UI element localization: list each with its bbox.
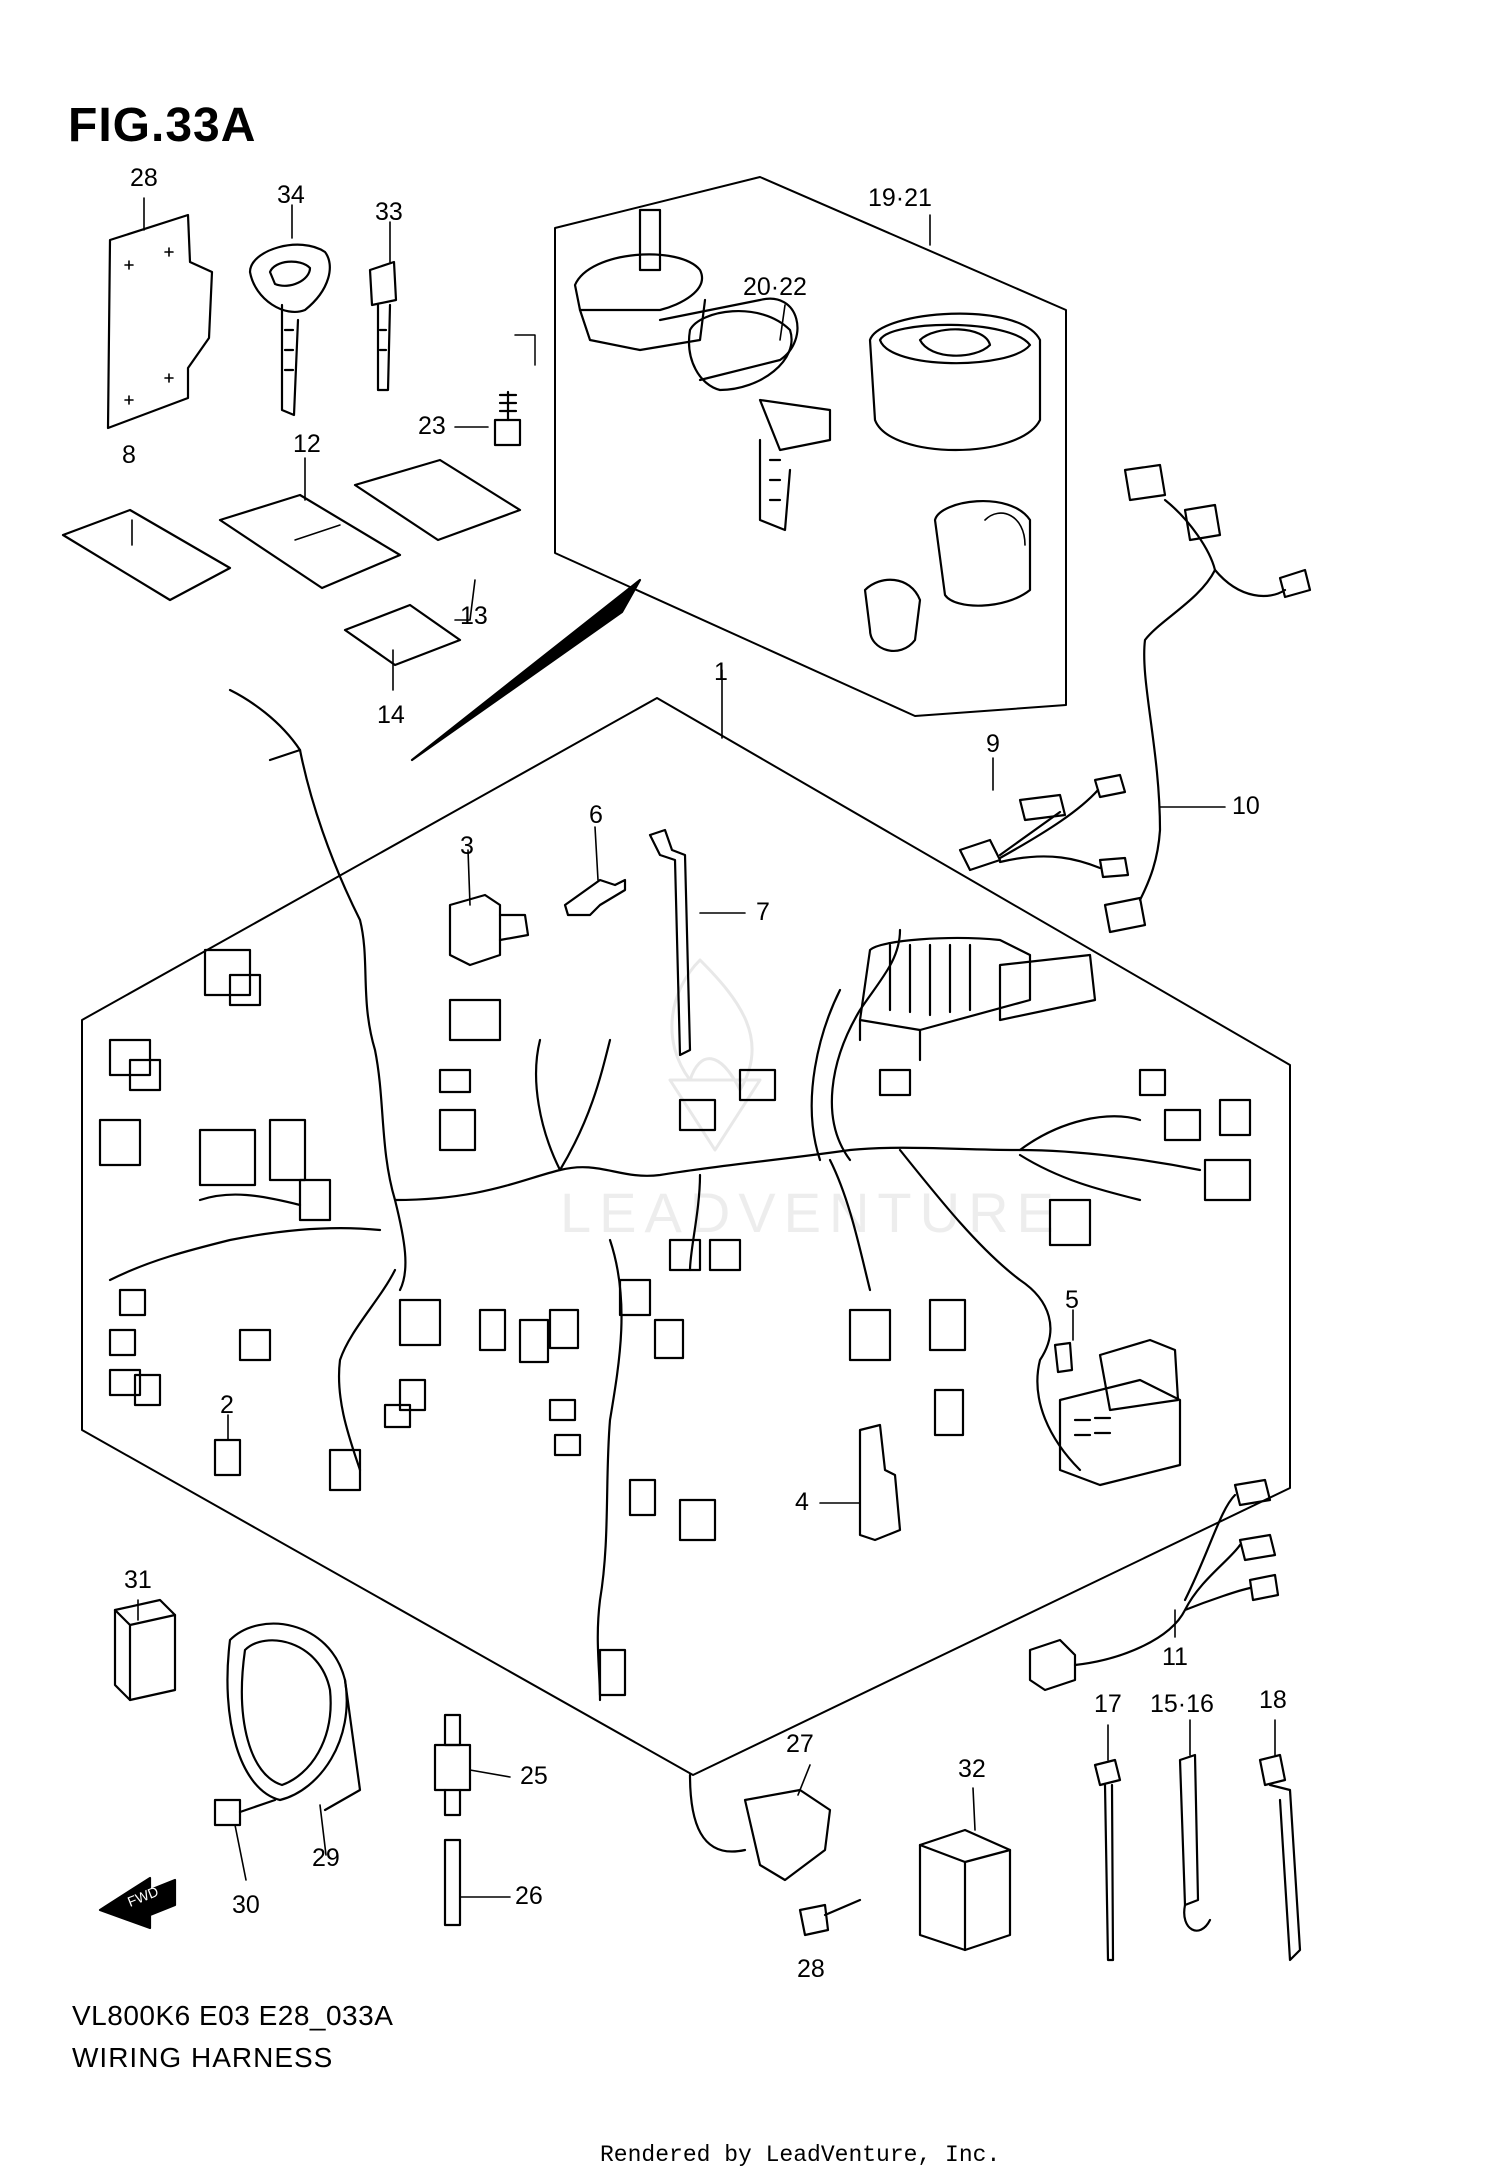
figure-title: FIG.33A [68,99,257,152]
callout-11: 11 [1162,1643,1188,1671]
leader-lines [131,197,1276,1898]
callout-15-16: 15·16 [1150,1690,1214,1718]
part-3-sensor [448,893,530,967]
callout-14: 14 [377,701,405,729]
part-5-relay-box [1053,1338,1182,1487]
harness-connectors [98,948,1252,1697]
callout-12: 12 [293,430,321,458]
part-11-subharness [1028,1478,1280,1692]
ecu-unit [858,936,1097,1062]
callout-23: 23 [418,412,446,440]
part-31-relay [113,1598,177,1702]
part-34-key [248,243,331,417]
callout-8: 8 [122,441,136,469]
part-32-relay [918,1828,1012,1952]
main-wiring-harness [108,688,1202,1702]
callout-2: 2 [220,1391,234,1419]
part-24-plate [106,213,214,430]
ignition-switch [573,208,1042,652]
callout-13: 13 [460,602,488,630]
part-30-bolt [213,1798,277,1827]
render-credit: Rendered by LeadVenture, Inc. [600,2142,1001,2168]
callout-3: 3 [460,832,474,860]
figure-subtitle: WIRING HARNESS [72,2042,334,2073]
callout-33: 33 [375,198,403,226]
part-6-clip [563,878,627,917]
callout-25: 25 [520,1762,548,1790]
model-code: VL800K6 E03 E28_033A [72,2000,394,2031]
callout-10: 10 [1232,792,1260,820]
callout-19-21: 19·21 [868,184,932,212]
part-33-key [368,260,398,392]
part-29-horn [226,1622,362,1812]
part-2-connector [213,1438,242,1477]
callout-18: 18 [1259,1686,1287,1714]
callout-20-22: 20·22 [743,273,807,301]
fwd-arrow: FWD [98,1876,177,1930]
callout-26: 26 [515,1882,543,1910]
callout-5: 5 [1065,1286,1079,1314]
callout-1: 1 [714,658,728,686]
callout-17: 17 [1094,1690,1122,1718]
part-17-tie [1093,1758,1122,1962]
callout-6: 6 [589,801,603,829]
part-9-subharness [958,773,1130,879]
callout-4: 4 [795,1488,809,1516]
harness-group-outline [81,697,1291,1776]
callout-34: 34 [277,181,305,209]
part-26-pin [443,1838,462,1927]
pointer-wedge [410,578,642,762]
part-4-sensor [858,1423,902,1542]
callout-7: 7 [756,898,770,926]
callout-32: 32 [958,1755,986,1783]
part-18-tie [1258,1753,1302,1962]
part-10-subharness [1103,463,1312,934]
part-27-sensor [688,1773,832,1882]
part-28-bolt [798,1898,862,1937]
callout-27: 27 [786,1730,814,1758]
sheet-parts [61,458,522,667]
part-23-screw [493,334,536,447]
watermark: LEADVENTURE [560,958,1062,1244]
callout-29: 29 [312,1844,340,1872]
watermark-text: LEADVENTURE [560,1181,1062,1244]
part-7-tie [648,828,692,1057]
part-25-switch [433,1713,472,1817]
part-15-16-tie [1178,1753,1212,1932]
callout-31: 31 [124,1566,152,1594]
callout-9: 9 [986,730,1000,758]
callout-24: 28 [130,164,158,192]
callout-30: 30 [232,1891,260,1919]
callout-28: 28 [797,1955,825,1983]
ignition-group-outline [554,176,1067,717]
